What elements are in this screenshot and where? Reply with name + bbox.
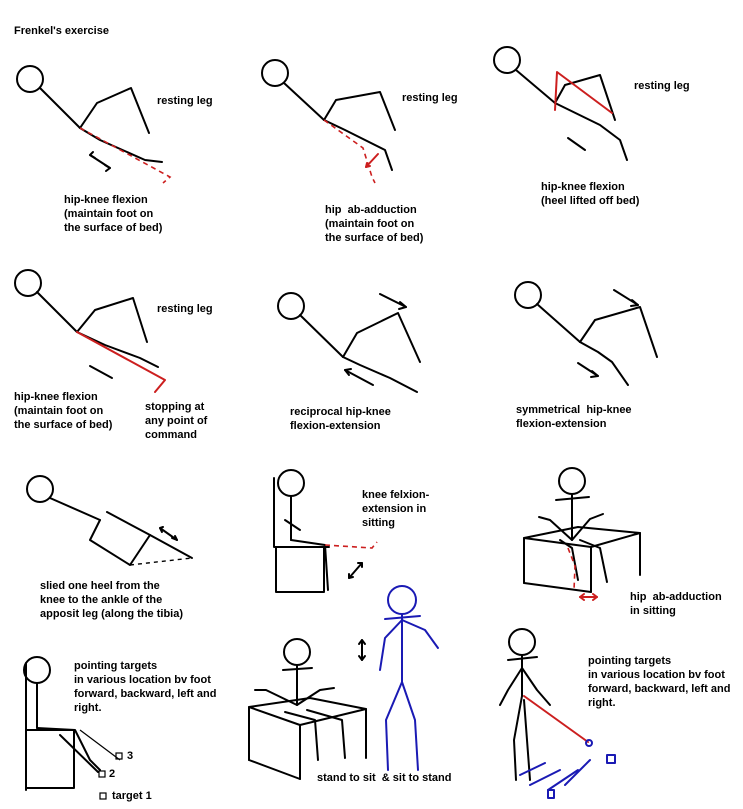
panel-2-figure	[261, 59, 396, 184]
panel-3-caption: hip-knee flexion (heel lifted off bed)	[541, 181, 640, 207]
panel-8-caption: knee felxion- extension in sitting	[362, 489, 430, 529]
panel-9-figure	[523, 467, 641, 601]
panel-3-figure	[493, 46, 628, 161]
panel-9-caption: hip ab-adduction in sitting	[630, 591, 722, 617]
panel-2-caption: hip ab-adduction (maintain foot on the s…	[325, 204, 424, 244]
panel-6-caption: symmetrical hip-knee flexion-extension	[516, 404, 632, 430]
panel-4-figure	[14, 269, 166, 393]
panel-1-figure	[16, 65, 172, 184]
panel-5-figure	[277, 292, 421, 393]
panel-1-caption: hip-knee flexion (maintain foot on the s…	[64, 194, 163, 234]
panel-2-resting-label: resting leg	[402, 92, 458, 104]
panel-10-target-1: target 1	[112, 790, 152, 802]
panel-6-figure	[514, 281, 658, 386]
panel-4-caption: hip-knee flexion (maintain foot on the s…	[14, 391, 113, 431]
panel-12-figure	[499, 628, 616, 799]
panel-7-figure	[26, 475, 193, 566]
target-2-box	[98, 770, 106, 778]
panel-10-caption: pointing targets in various location bv …	[74, 660, 217, 714]
panel-4-resting-label: resting leg	[157, 303, 213, 315]
panel-1-resting-label: resting leg	[157, 95, 213, 107]
target-1-box	[99, 792, 107, 800]
target-3-box	[115, 752, 123, 760]
panel-11-figure	[248, 585, 439, 780]
panel-5-caption: reciprocal hip-knee flexion-extension	[290, 406, 391, 432]
panel-4-stop-note: stopping at any point of command	[145, 401, 208, 441]
panel-10-target-3: 3	[127, 750, 134, 762]
panel-11-caption: stand to sit & sit to stand	[317, 772, 452, 784]
page-title: Frenkel's exercise	[14, 25, 109, 37]
panel-12-caption: pointing targets in various location bv …	[588, 655, 731, 709]
panel-3-resting-label: resting leg	[634, 80, 690, 92]
panel-10-figure	[23, 656, 123, 800]
panel-8-figure	[273, 469, 378, 593]
panel-10-target-2: 2	[109, 768, 116, 780]
panel-7-caption: slied one heel from the knee to the ankl…	[40, 580, 183, 620]
